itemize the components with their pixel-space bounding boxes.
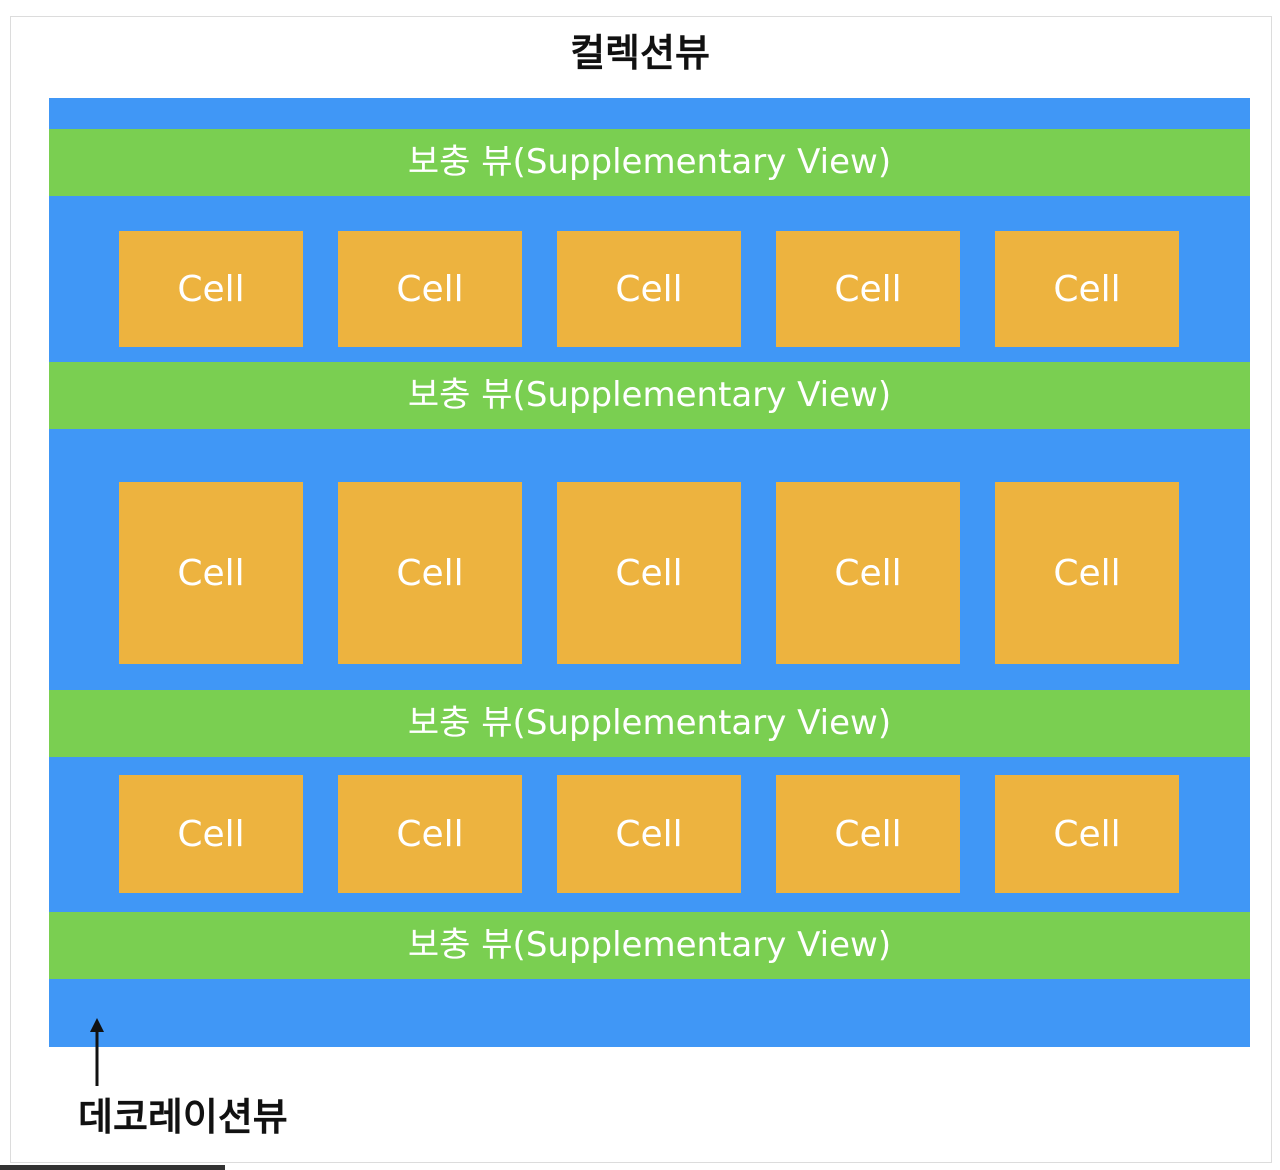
cell: Cell xyxy=(776,482,960,664)
decoration-view-label: 데코레이션뷰 xyxy=(78,1095,288,1139)
cell: Cell xyxy=(776,231,960,347)
cell: Cell xyxy=(995,231,1179,347)
cell: Cell xyxy=(995,775,1179,893)
supplementary-view-footer: 보충 뷰(Supplementary View) xyxy=(49,912,1250,979)
cell: Cell xyxy=(338,775,522,893)
supplementary-view-header-1: 보충 뷰(Supplementary View) xyxy=(49,129,1250,196)
cell: Cell xyxy=(557,482,741,664)
cell: Cell xyxy=(557,231,741,347)
cell: Cell xyxy=(338,482,522,664)
cell: Cell xyxy=(119,482,303,664)
cell: Cell xyxy=(119,775,303,893)
diagram-title: 컬렉션뷰 xyxy=(570,31,710,75)
cell: Cell xyxy=(995,482,1179,664)
arrow-up-icon xyxy=(90,1018,104,1086)
cell: Cell xyxy=(557,775,741,893)
cell: Cell xyxy=(338,231,522,347)
supplementary-view-header-3: 보충 뷰(Supplementary View) xyxy=(49,690,1250,757)
bottom-bar xyxy=(0,1165,225,1170)
supplementary-view-header-2: 보충 뷰(Supplementary View) xyxy=(49,362,1250,429)
cell: Cell xyxy=(119,231,303,347)
cell: Cell xyxy=(776,775,960,893)
